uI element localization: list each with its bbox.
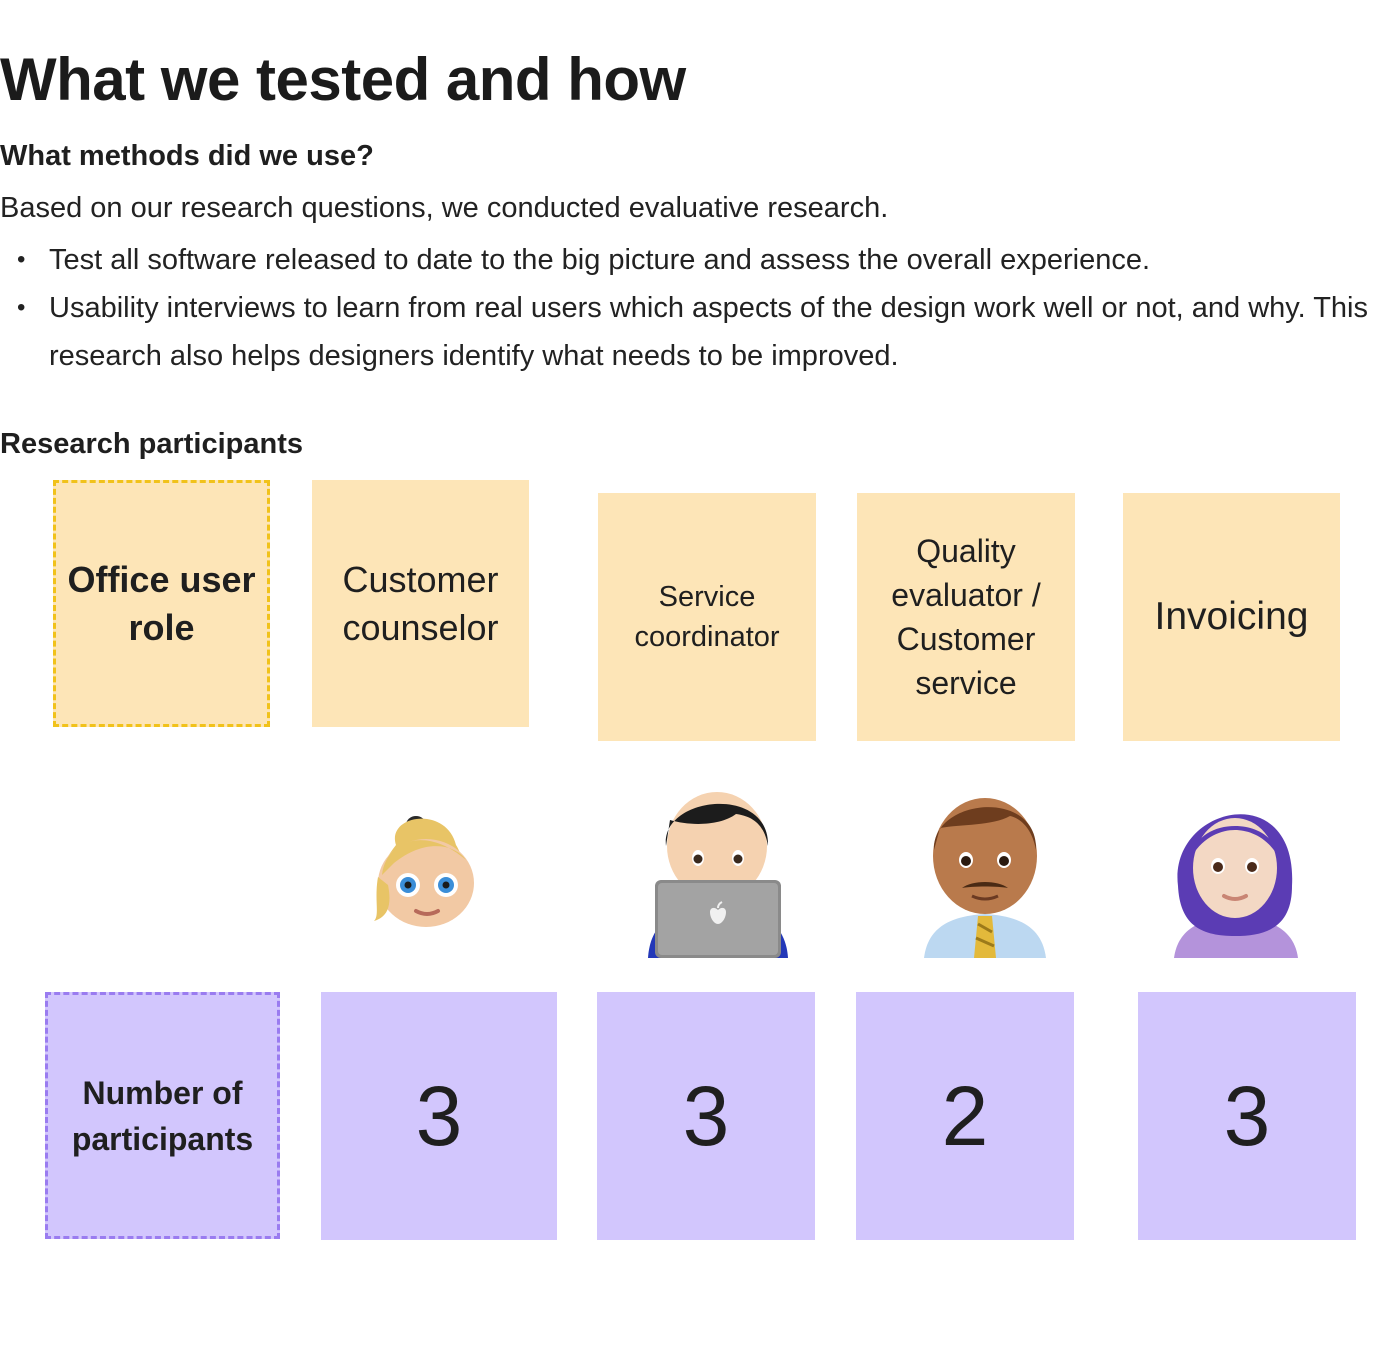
participant-count: 2 <box>941 1068 989 1163</box>
man-office-worker-icon <box>924 798 1046 958</box>
sticky-note-role[interactable]: Customer counselor <box>312 480 529 727</box>
sticky-note-role[interactable]: Invoicing <box>1123 493 1340 741</box>
sticky-note-count[interactable]: 3 <box>1138 992 1356 1240</box>
sticky-note-count[interactable]: 3 <box>597 992 815 1240</box>
sticky-note-count-header[interactable]: Number of participants <box>45 992 280 1239</box>
participants-heading: Research participants <box>0 428 304 460</box>
page-title: What we tested and how <box>0 46 686 113</box>
list-item: Usability interviews to learn from real … <box>0 284 1380 380</box>
sticky-note-label: Number of participants <box>71 1074 254 1157</box>
participant-count: 3 <box>682 1068 730 1163</box>
sticky-note-role[interactable]: Service coordinator <box>598 493 816 741</box>
sticky-note-label: Invoicing <box>1154 595 1309 638</box>
list-item: Test all software released to date to th… <box>0 236 1380 284</box>
sticky-note-label: Quality evaluator / Customer service <box>891 533 1041 701</box>
methods-heading: What methods did we use? <box>0 140 374 172</box>
methods-list: Test all software released to date to th… <box>0 236 1380 380</box>
participant-count: 3 <box>1223 1068 1271 1163</box>
sticky-note-label: Customer counselor <box>342 558 499 648</box>
participant-count: 3 <box>415 1068 463 1163</box>
methods-intro: Based on our research questions, we cond… <box>0 192 889 224</box>
sticky-note-role-header[interactable]: Office user role <box>53 480 270 727</box>
sticky-note-label: Service coordinator <box>634 581 780 653</box>
sticky-note-label: Office user role <box>67 558 256 648</box>
sticky-note-role[interactable]: Quality evaluator / Customer service <box>857 493 1075 741</box>
sticky-note-count[interactable]: 3 <box>321 992 557 1240</box>
man-technologist-laptop-icon <box>648 792 788 958</box>
woman-headscarf-icon <box>1174 814 1298 958</box>
sticky-note-count[interactable]: 2 <box>856 992 1074 1240</box>
woman-blonde-icon <box>374 816 474 927</box>
